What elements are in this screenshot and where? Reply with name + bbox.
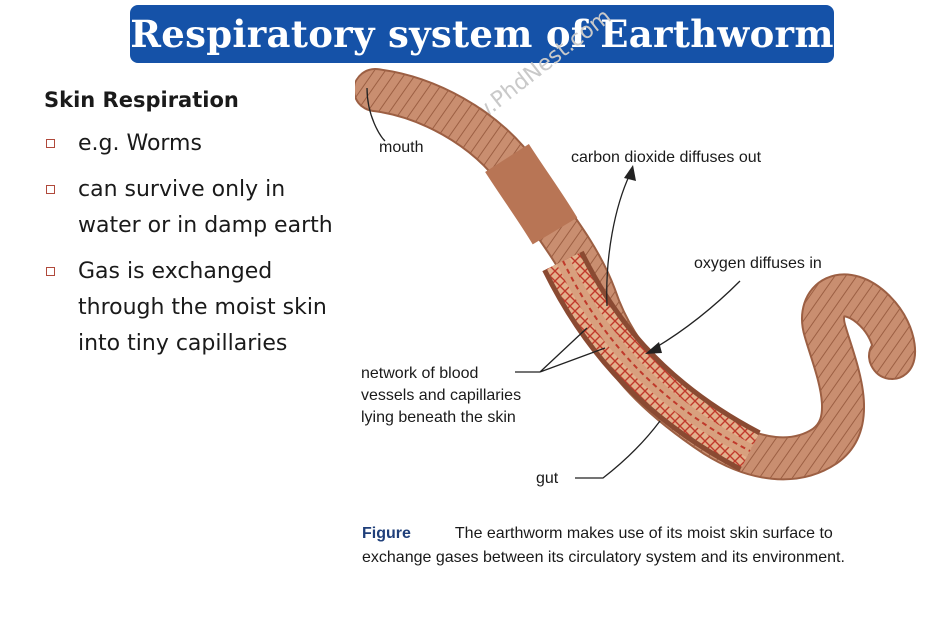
gut-leader xyxy=(575,420,661,479)
section-heading: Skin Respiration xyxy=(44,88,239,112)
label-o2: oxygen diffuses in xyxy=(694,255,822,272)
o2-arrowhead-icon xyxy=(645,342,662,354)
worm-body xyxy=(355,68,917,481)
title-banner: Respiratory system of Earthworm xyxy=(130,5,834,63)
mouth-leader xyxy=(366,87,386,142)
earthworm-diagram: mouth carbon dioxide diffuses out oxygen… xyxy=(355,68,917,487)
bullet-text: can survive only in water or in damp ear… xyxy=(78,177,333,238)
bullet-square-icon xyxy=(46,267,55,276)
page-title: Respiratory system of Earthworm xyxy=(130,12,834,56)
bullet-square-icon xyxy=(46,185,55,194)
caption-text: The earthworm makes use of its moist ski… xyxy=(362,525,845,566)
label-network-2: vessels and capillaries xyxy=(361,387,521,404)
bullet-square-icon xyxy=(46,139,55,148)
label-gut: gut xyxy=(536,470,559,487)
o2-arrow-line xyxy=(654,280,741,349)
label-network-1: network of blood xyxy=(361,365,478,382)
list-item: can survive only in water or in damp ear… xyxy=(44,172,334,244)
list-item: Gas is exchanged through the moist skin … xyxy=(44,254,334,362)
clitellum xyxy=(485,143,578,245)
notes-panel: Skin Respiration e.g. Worms can survive … xyxy=(44,88,334,372)
network-leader xyxy=(515,327,606,373)
label-mouth: mouth xyxy=(379,139,423,156)
caption-label: Figure xyxy=(362,525,411,542)
label-network-3: lying beneath the skin xyxy=(361,409,516,426)
co2-arrowhead-icon xyxy=(624,165,636,181)
blood-vessel xyxy=(562,260,751,452)
bullet-text: Gas is exchanged through the moist skin … xyxy=(78,259,327,356)
list-item: e.g. Worms xyxy=(44,126,334,162)
bullet-text: e.g. Worms xyxy=(78,131,202,156)
label-co2: carbon dioxide diffuses out xyxy=(571,149,762,166)
bullet-list: e.g. Worms can survive only in water or … xyxy=(44,126,334,362)
co2-arrow-line xyxy=(606,173,631,307)
